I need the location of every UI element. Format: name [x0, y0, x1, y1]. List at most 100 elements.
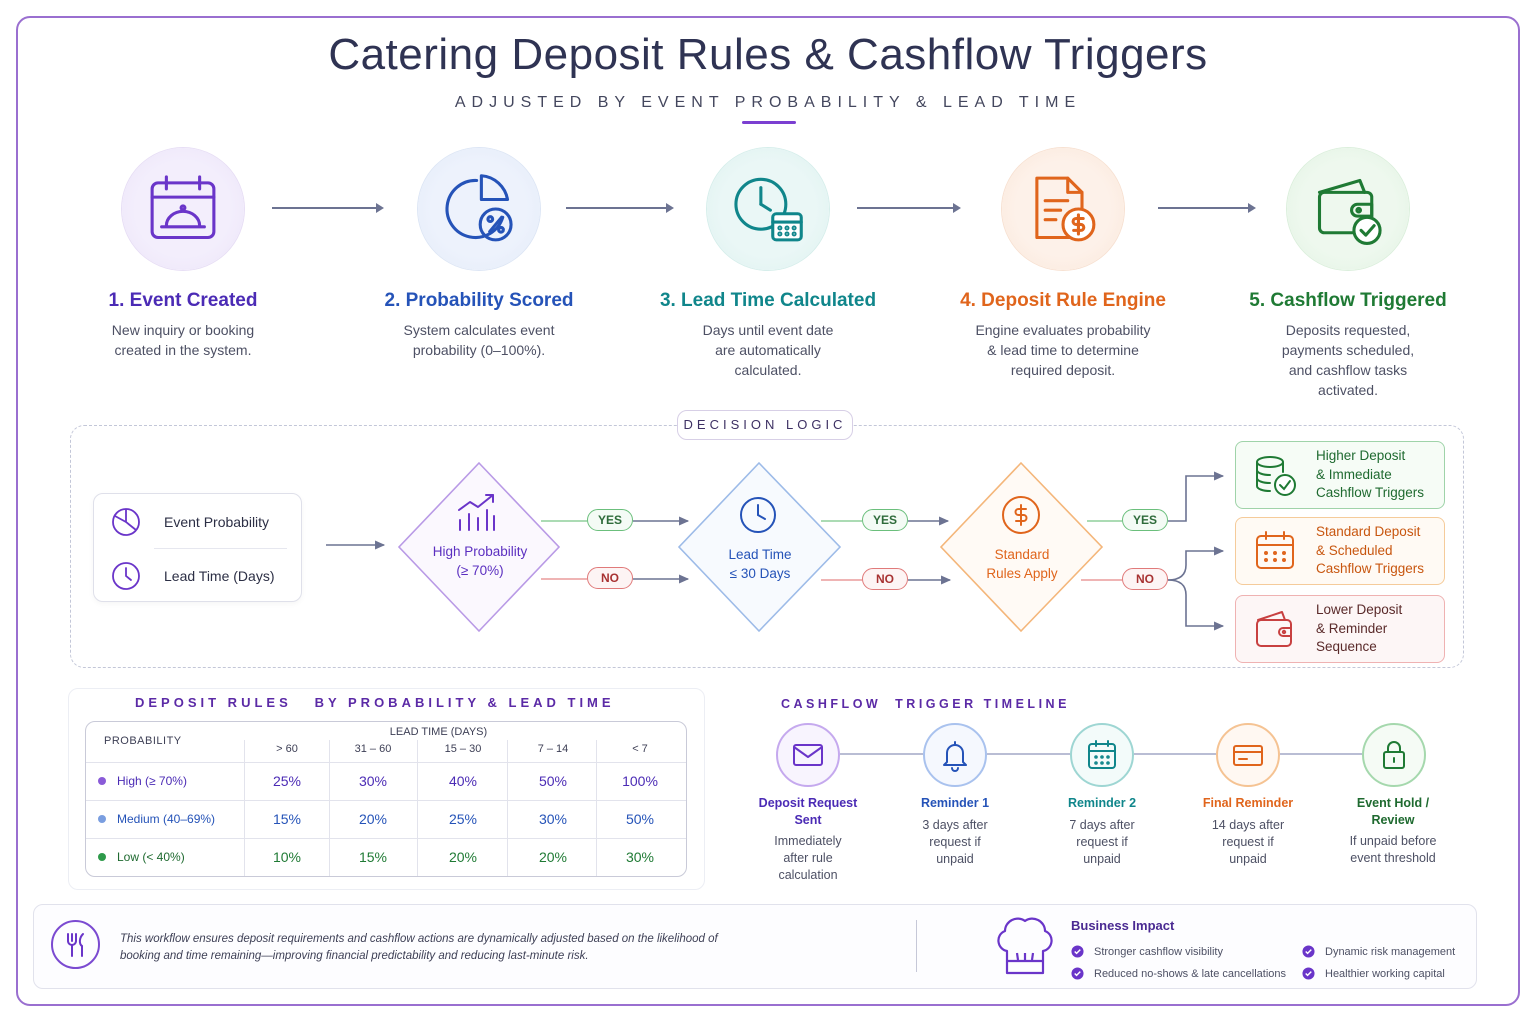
table-cell: 40% [448, 773, 478, 789]
table-divider [86, 762, 686, 763]
pie-chart-icon [112, 508, 140, 536]
decision-label-line: Rules Apply [986, 566, 1058, 581]
timeline-node-event-hold [1362, 723, 1426, 787]
table-divider [86, 800, 686, 801]
clock-icon [740, 497, 776, 533]
footer-summary: This workflow ensures deposit requiremen… [120, 933, 718, 962]
decision-standard-label: Standard Rules Apply [951, 545, 1093, 583]
page-frame [16, 16, 1520, 1006]
table-cell: 15% [358, 849, 388, 865]
decision-label-line: High Probability [432, 544, 528, 559]
table-cell: 15% [272, 811, 302, 827]
outcome-label: Higher Deposit & Immediate Cashflow Trig… [1316, 448, 1425, 501]
outcome-label: Lower Deposit & Reminder Sequence [1316, 602, 1403, 655]
step-description: Deposits requested, payments scheduled, … [1281, 322, 1415, 398]
table-cell: 25% [272, 773, 302, 789]
yes-pill: YES [1122, 509, 1168, 531]
step-description: System calculates event probability (0–1… [403, 322, 555, 358]
input-lead-time: Lead Time (Days) [110, 560, 274, 592]
decision-label-line: ≤ 30 Days [729, 566, 791, 581]
yes-pill: YES [862, 509, 908, 531]
no-pill: NO [587, 567, 633, 589]
row-label: High (≥ 70%) [117, 774, 187, 788]
clock-icon [112, 562, 140, 590]
decision-label-line: (≥ 70%) [456, 563, 504, 578]
wallet-icon [1256, 611, 1292, 647]
step-cashflow-triggered: 5. Cashflow Triggered Deposits requested… [1218, 148, 1478, 400]
table-cell: 20% [448, 849, 478, 865]
flow-arrow [857, 203, 961, 213]
decision-lead-time-label: Lead Time ≤ 30 Days [689, 545, 831, 583]
table-divider [244, 740, 245, 876]
step-probability-scored: 2. Probability Scored System calculates … [349, 148, 609, 360]
timeline-description: 3 days after request if unpaid [922, 818, 988, 866]
table-divider [417, 740, 418, 876]
column-header: < 7 [632, 743, 648, 755]
table-cell: 50% [538, 773, 568, 789]
divider [916, 920, 917, 972]
table-cell: 30% [538, 811, 568, 827]
step-title: 5. Cashflow Triggered [1249, 290, 1447, 311]
timeline-heading: Reminder 2 [1067, 796, 1137, 810]
decision-diamond-lead-time [677, 461, 842, 633]
flow-arrow [1158, 203, 1256, 213]
impact-item: Healthier working capital [1302, 967, 1445, 980]
impact-item: Dynamic risk management [1302, 945, 1455, 958]
outcome-standard-deposit: Standard Deposit & Scheduled Cashflow Tr… [1235, 517, 1445, 585]
step-title: 2. Probability Scored [384, 290, 574, 311]
check-circle-icon [1302, 967, 1315, 980]
page-title: Catering Deposit Rules & Cashflow Trigge… [328, 30, 1208, 79]
coins-check-icon [1256, 456, 1296, 496]
table-cell: 50% [625, 811, 655, 827]
timeline-description: 14 days after request if unpaid [1211, 818, 1285, 866]
input-label: Event Probability [164, 514, 270, 530]
table-cell: 20% [538, 849, 568, 865]
decision-label-line: Lead Time [728, 547, 792, 562]
step-description: New inquiry or booking created in the sy… [111, 322, 255, 358]
timeline-heading: Event Hold / Review [1356, 796, 1430, 827]
impact-label: Dynamic risk management [1325, 945, 1456, 958]
impact-label: Healthier working capital [1325, 967, 1445, 980]
column-header: 15 – 30 [444, 743, 482, 755]
timeline-node-deposit-request [776, 723, 840, 787]
table-row-medium: Medium (40–69%) [98, 812, 215, 826]
impact-label: Stronger cashflow visibility [1094, 945, 1223, 958]
check-circle-icon [1071, 945, 1084, 958]
decision-inputs-card: Event Probability Lead Time (Days) [93, 493, 302, 602]
timeline-node-reminder-1 [923, 723, 987, 787]
chef-hat-icon [997, 917, 1053, 975]
clock-calendar-icon [707, 148, 829, 270]
table-cell: 100% [622, 773, 658, 789]
flow-arrow [272, 203, 384, 213]
check-circle-icon [1071, 967, 1084, 980]
table-divider [86, 838, 686, 839]
timeline-title: CASHFLOW TRIGGER TIMELINE [781, 697, 1070, 711]
table-row-high: High (≥ 70%) [98, 774, 187, 788]
flow-arrow [566, 203, 674, 213]
footer-panel [33, 904, 1477, 989]
timeline-heading: Reminder 1 [920, 796, 990, 810]
envelope-icon [793, 744, 823, 766]
divider [154, 548, 287, 549]
row-label: Low (< 40%) [117, 850, 185, 864]
table-cell: 30% [625, 849, 655, 865]
timeline-description: Immediately after rule calculation [774, 834, 842, 882]
step-title: 4. Deposit Rule Engine [960, 290, 1166, 311]
page-subtitle: ADJUSTED BY EVENT PROBABILITY & LEAD TIM… [454, 94, 1082, 111]
input-label: Lead Time (Days) [164, 568, 275, 584]
check-circle-icon [1302, 945, 1315, 958]
table-cell: 30% [358, 773, 388, 789]
table-cell: 10% [272, 849, 302, 865]
deposit-rules-title: DEPOSIT RULES BY PROBABILITY & LEAD TIME [135, 695, 615, 710]
bell-icon [943, 741, 967, 772]
decision-probability-label: High Probability (≥ 70%) [409, 542, 551, 580]
timeline-node-final-reminder [1216, 723, 1280, 787]
table-row-low: Low (< 40%) [98, 850, 185, 864]
timeline-connector [987, 753, 1070, 755]
wallet-check-icon [1287, 148, 1409, 270]
calendar-cloche-icon [122, 148, 244, 270]
step-lead-time: 3. Lead Time Calculated Days until event… [638, 148, 898, 380]
table-cell: 20% [358, 811, 388, 827]
step-title: 1. Event Created [108, 290, 258, 311]
